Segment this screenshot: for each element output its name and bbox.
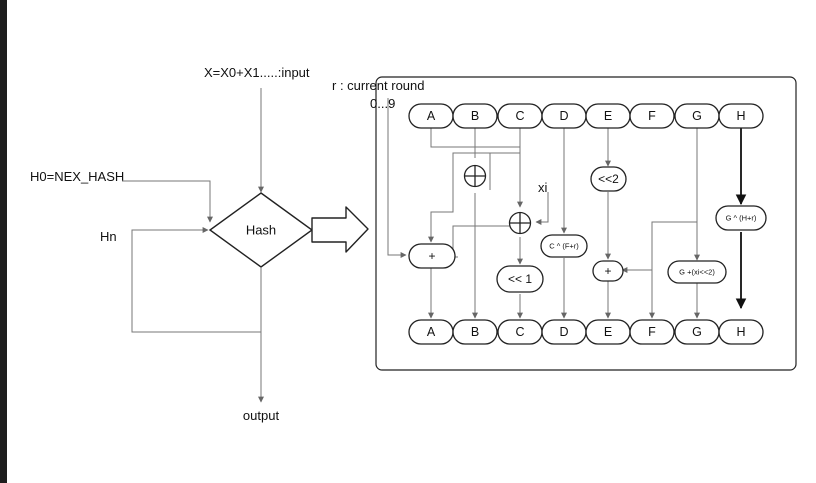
feedback-loop-arrow xyxy=(131,227,262,333)
c-to-b-branch-wire xyxy=(489,152,520,190)
top-register-f xyxy=(629,103,675,129)
input-label: X=X0+X1.....:input xyxy=(204,65,310,80)
plus-e-node xyxy=(592,260,624,282)
c-to-plus-wire xyxy=(428,152,510,243)
bottom-register-h xyxy=(718,319,764,345)
shift-c-label: << 1 xyxy=(508,272,532,286)
bottom-register-label: D xyxy=(559,325,568,339)
round-range-label: 0...9 xyxy=(370,96,395,111)
shift-e-label: <<2 xyxy=(598,172,619,186)
bottom-register-row: A B C D E F G H xyxy=(408,319,764,345)
bottom-register-f xyxy=(629,319,675,345)
top-register-label: H xyxy=(736,109,745,123)
round-label: r : current round xyxy=(332,78,425,93)
bottom-register-label: A xyxy=(427,325,436,339)
block-arrow xyxy=(311,206,369,253)
d-op-node xyxy=(540,234,588,258)
bottom-register-label: C xyxy=(515,325,524,339)
hash-diamond xyxy=(208,192,314,268)
top-register-label: E xyxy=(604,109,612,123)
g-op-node xyxy=(667,260,727,284)
g-op-label: G +(xi<<2) xyxy=(679,268,715,277)
top-register-label: G xyxy=(692,109,702,123)
top-register-label: A xyxy=(427,109,436,123)
output-label: output xyxy=(243,408,280,423)
round-box xyxy=(375,76,797,371)
shift-c-node xyxy=(496,265,544,293)
hn-label: Hn xyxy=(100,229,117,244)
top-register-label: B xyxy=(471,109,479,123)
hash-label: Hash xyxy=(246,223,276,238)
top-register-label: F xyxy=(648,109,656,123)
bottom-register-label: E xyxy=(604,325,612,339)
top-register-b xyxy=(452,103,498,129)
bottom-register-label: G xyxy=(692,325,702,339)
xi-label: xi xyxy=(538,180,548,195)
d-op-label: C ^ (F+r) xyxy=(549,242,579,251)
xi-arrow xyxy=(535,192,549,225)
top-register-row: A B C D E F G H xyxy=(408,103,764,129)
a-c-bus-wire xyxy=(430,127,520,148)
top-register-label: D xyxy=(559,109,568,123)
round-to-plus-wire xyxy=(387,98,407,258)
bottom-register-b xyxy=(452,319,498,345)
top-register-h xyxy=(718,103,764,129)
plus-e-label: + xyxy=(604,264,611,278)
h0-label: H0=NEX_HASH xyxy=(30,169,124,184)
plus-a-label: + xyxy=(428,249,435,263)
xor-c-node xyxy=(508,211,532,235)
g-to-f-wire xyxy=(649,127,698,319)
shift-e-node xyxy=(590,166,627,192)
h0-arrow xyxy=(122,180,213,223)
xor2-to-plus-wire xyxy=(452,225,520,258)
top-register-label: C xyxy=(515,109,524,123)
xor-b-node xyxy=(463,164,487,188)
h-op-label: G ^ (H+r) xyxy=(726,214,757,223)
bottom-register-label: B xyxy=(471,325,479,339)
h-op-node xyxy=(715,205,767,231)
left-edge-bar xyxy=(0,0,7,483)
plus-a-node xyxy=(408,243,456,269)
bottom-register-label: F xyxy=(648,325,656,339)
bottom-register-label: H xyxy=(736,325,745,339)
